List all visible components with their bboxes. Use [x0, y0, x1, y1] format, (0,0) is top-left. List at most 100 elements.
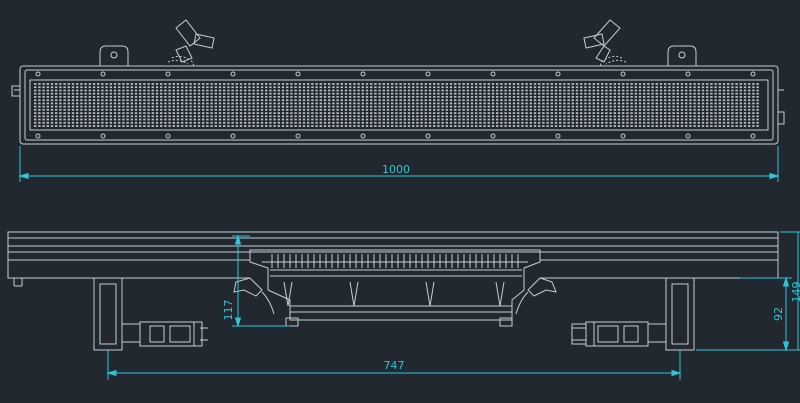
led-dot: [319, 115, 322, 118]
led-dot: [248, 92, 251, 95]
led-dot: [34, 96, 37, 98]
led-dot: [643, 83, 646, 85]
led-dot: [710, 86, 713, 89]
led-dot: [517, 99, 520, 102]
led-dot: [727, 92, 730, 95]
led-dot: [508, 83, 511, 85]
led-dot: [672, 99, 675, 102]
led-dot: [386, 108, 390, 111]
led-dot: [181, 92, 184, 95]
led-dot: [101, 92, 104, 95]
led-dot: [739, 83, 742, 85]
led-dot: [743, 125, 747, 127]
led-dot: [286, 118, 289, 121]
led-dot: [172, 115, 175, 118]
led-dot: [349, 83, 352, 85]
led-dot: [487, 112, 490, 114]
led-dot: [420, 112, 423, 114]
led-dot: [88, 125, 91, 127]
led-dot: [344, 121, 348, 124]
dimension-heatsink-depth: [232, 234, 290, 328]
led-dot: [252, 83, 255, 85]
led-dot: [223, 125, 226, 127]
led-dot: [458, 99, 461, 102]
led-dot: [277, 102, 280, 105]
led-dot: [567, 89, 570, 92]
led-dot: [113, 121, 117, 124]
led-dot: [315, 89, 318, 92]
led-dot: [155, 108, 159, 111]
led-dot: [672, 118, 675, 121]
led-dot: [433, 102, 436, 105]
led-dot: [559, 92, 562, 95]
led-dot: [382, 86, 385, 89]
led-dot: [265, 105, 268, 108]
led-dot: [693, 115, 696, 118]
led-dot: [143, 112, 146, 114]
led-dot: [529, 92, 532, 95]
led-dot: [512, 121, 516, 124]
led-dot: [277, 83, 280, 85]
led-dot: [584, 86, 587, 89]
led-dot: [256, 89, 259, 92]
led-dot: [235, 96, 238, 98]
led-dot: [735, 99, 738, 102]
led-dot: [34, 112, 37, 114]
led-dot: [176, 83, 180, 85]
led-dot: [462, 121, 465, 124]
led-dot: [504, 99, 507, 102]
led-dot: [244, 121, 247, 124]
led-dot: [676, 115, 679, 118]
led-dot: [391, 96, 394, 98]
led-dot: [244, 83, 247, 85]
led-dot: [365, 112, 369, 114]
led-dot: [664, 86, 667, 89]
led-dot: [588, 102, 591, 105]
led-dot: [365, 89, 369, 92]
led-dot: [538, 99, 541, 102]
led-dot: [412, 86, 415, 89]
screw-icon: [555, 133, 561, 139]
led-dot: [332, 105, 335, 108]
led-dot: [290, 89, 293, 92]
led-dot: [315, 83, 318, 85]
led-dot: [256, 112, 259, 114]
led-dot: [550, 92, 553, 95]
led-dot: [122, 125, 125, 127]
led-dot: [609, 83, 612, 85]
led-dot: [59, 125, 62, 127]
led-dot: [71, 121, 75, 124]
led-dot: [496, 89, 499, 92]
led-dot: [550, 118, 553, 121]
led-dot: [676, 108, 679, 111]
led-dot: [550, 125, 553, 127]
front-housing-outer: [19, 65, 779, 145]
led-dot: [718, 99, 721, 102]
led-dot: [340, 83, 343, 85]
led-dot: [613, 102, 616, 105]
led-dot: [710, 125, 713, 127]
led-dot: [223, 112, 226, 114]
led-dot: [323, 118, 327, 121]
led-dot: [403, 125, 406, 127]
led-dot: [143, 96, 146, 98]
led-dot: [508, 118, 511, 121]
led-dot: [181, 105, 184, 108]
led-dot: [722, 89, 726, 92]
led-dot: [260, 108, 264, 111]
led-dot: [739, 105, 742, 108]
led-dot: [328, 102, 331, 105]
led-dot: [386, 96, 390, 98]
led-dot: [281, 96, 285, 98]
led-dot: [643, 121, 646, 124]
led-dot: [588, 121, 591, 124]
led-dot: [307, 118, 310, 121]
led-dot: [80, 125, 83, 127]
led-dot: [743, 89, 747, 92]
led-dot: [407, 92, 411, 95]
led-dot: [113, 92, 117, 95]
led-dot: [147, 105, 150, 108]
led-dot: [701, 118, 705, 121]
led-dot: [437, 125, 440, 127]
led-dot: [67, 112, 70, 114]
